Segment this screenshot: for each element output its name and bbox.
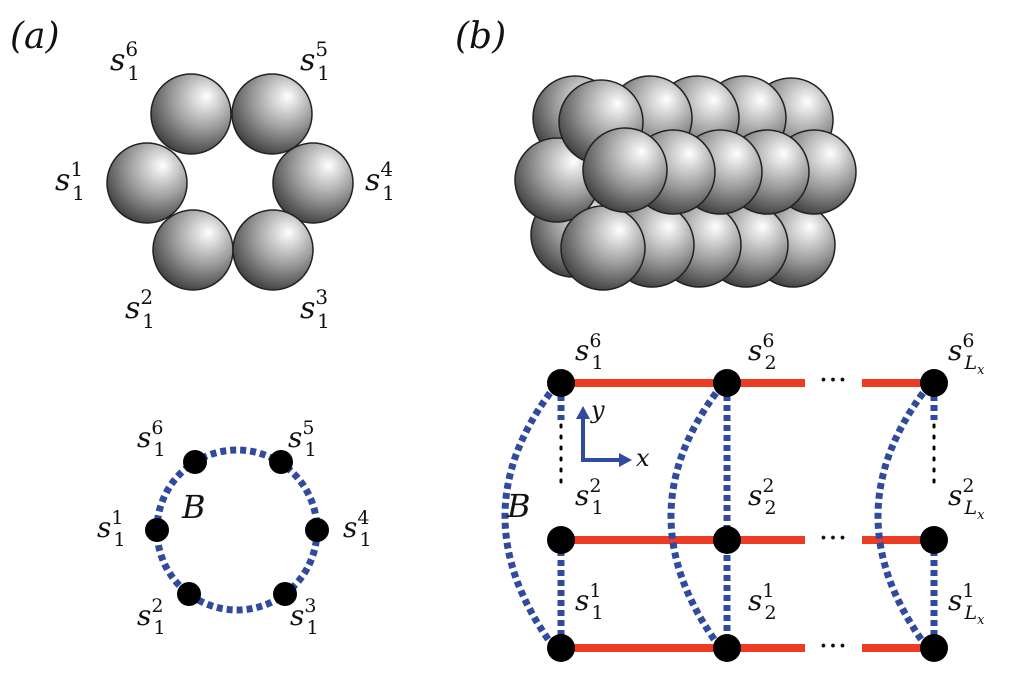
site-node — [920, 526, 948, 554]
closing-bond — [667, 390, 719, 645]
site-node — [920, 634, 948, 662]
omitted-sites — [559, 423, 936, 492]
x-arrowhead — [619, 453, 632, 467]
site-node — [145, 518, 169, 542]
sphere — [106, 142, 188, 224]
svg-text:s12: s12 — [748, 580, 777, 624]
svg-text:s11: s11 — [55, 157, 85, 205]
site-node — [305, 518, 329, 542]
b-sphere-tube — [514, 75, 857, 291]
site-node — [547, 526, 575, 554]
sphere — [150, 73, 232, 155]
svg-text:s62: s62 — [748, 330, 777, 374]
svg-text:s61: s61 — [575, 330, 604, 374]
label-B-lattice: B — [506, 487, 531, 525]
svg-text:s11: s11 — [97, 507, 126, 551]
svg-text:s41: s41 — [365, 157, 395, 205]
b-lattice: ··· ··· ··· — [501, 363, 948, 664]
svg-text:s61: s61 — [110, 37, 140, 85]
axis-label-y: y — [590, 396, 605, 424]
site-node — [547, 634, 575, 662]
svg-text:s31: s31 — [300, 285, 330, 333]
axis-label-x: x — [636, 444, 650, 472]
ellipsis: ··· — [819, 363, 848, 398]
site-node — [269, 450, 293, 474]
site-node — [177, 582, 201, 606]
svg-text:s31: s31 — [290, 595, 319, 639]
svg-text:s22: s22 — [748, 475, 777, 519]
site-node — [713, 526, 741, 554]
closing-bond — [874, 390, 926, 645]
site-node — [547, 369, 575, 397]
site-node — [183, 450, 207, 474]
svg-text:s21: s21 — [575, 475, 604, 519]
closing-bond — [501, 390, 553, 645]
site-node — [713, 634, 741, 662]
sphere — [560, 205, 646, 291]
panel-label-a: (a) — [10, 16, 60, 57]
label-B-ring: B — [181, 488, 206, 526]
sphere — [232, 209, 314, 291]
lattice-nodes — [547, 369, 948, 662]
ellipsis: ··· — [819, 521, 848, 556]
sphere — [582, 127, 668, 213]
ellipsis: ··· — [819, 629, 848, 664]
a-ring-nodes — [145, 450, 329, 606]
svg-text:s21: s21 — [137, 595, 166, 639]
a-sphere-ring — [106, 73, 354, 291]
sphere — [272, 142, 354, 224]
panel-label-b: (b) — [455, 16, 506, 57]
site-node — [273, 582, 297, 606]
site-node — [920, 369, 948, 397]
svg-text:s51: s51 — [300, 37, 330, 85]
sphere — [231, 73, 313, 155]
site-node — [713, 369, 741, 397]
intra-chain-bonds — [501, 390, 938, 648]
axes-indicator — [576, 406, 632, 467]
svg-text:s11: s11 — [575, 580, 604, 624]
sphere — [152, 209, 234, 291]
svg-text:s51: s51 — [288, 417, 317, 461]
svg-text:s61: s61 — [137, 417, 166, 461]
y-arrowhead — [576, 406, 590, 419]
svg-text:s41: s41 — [343, 507, 372, 551]
svg-text:s21: s21 — [125, 285, 155, 333]
